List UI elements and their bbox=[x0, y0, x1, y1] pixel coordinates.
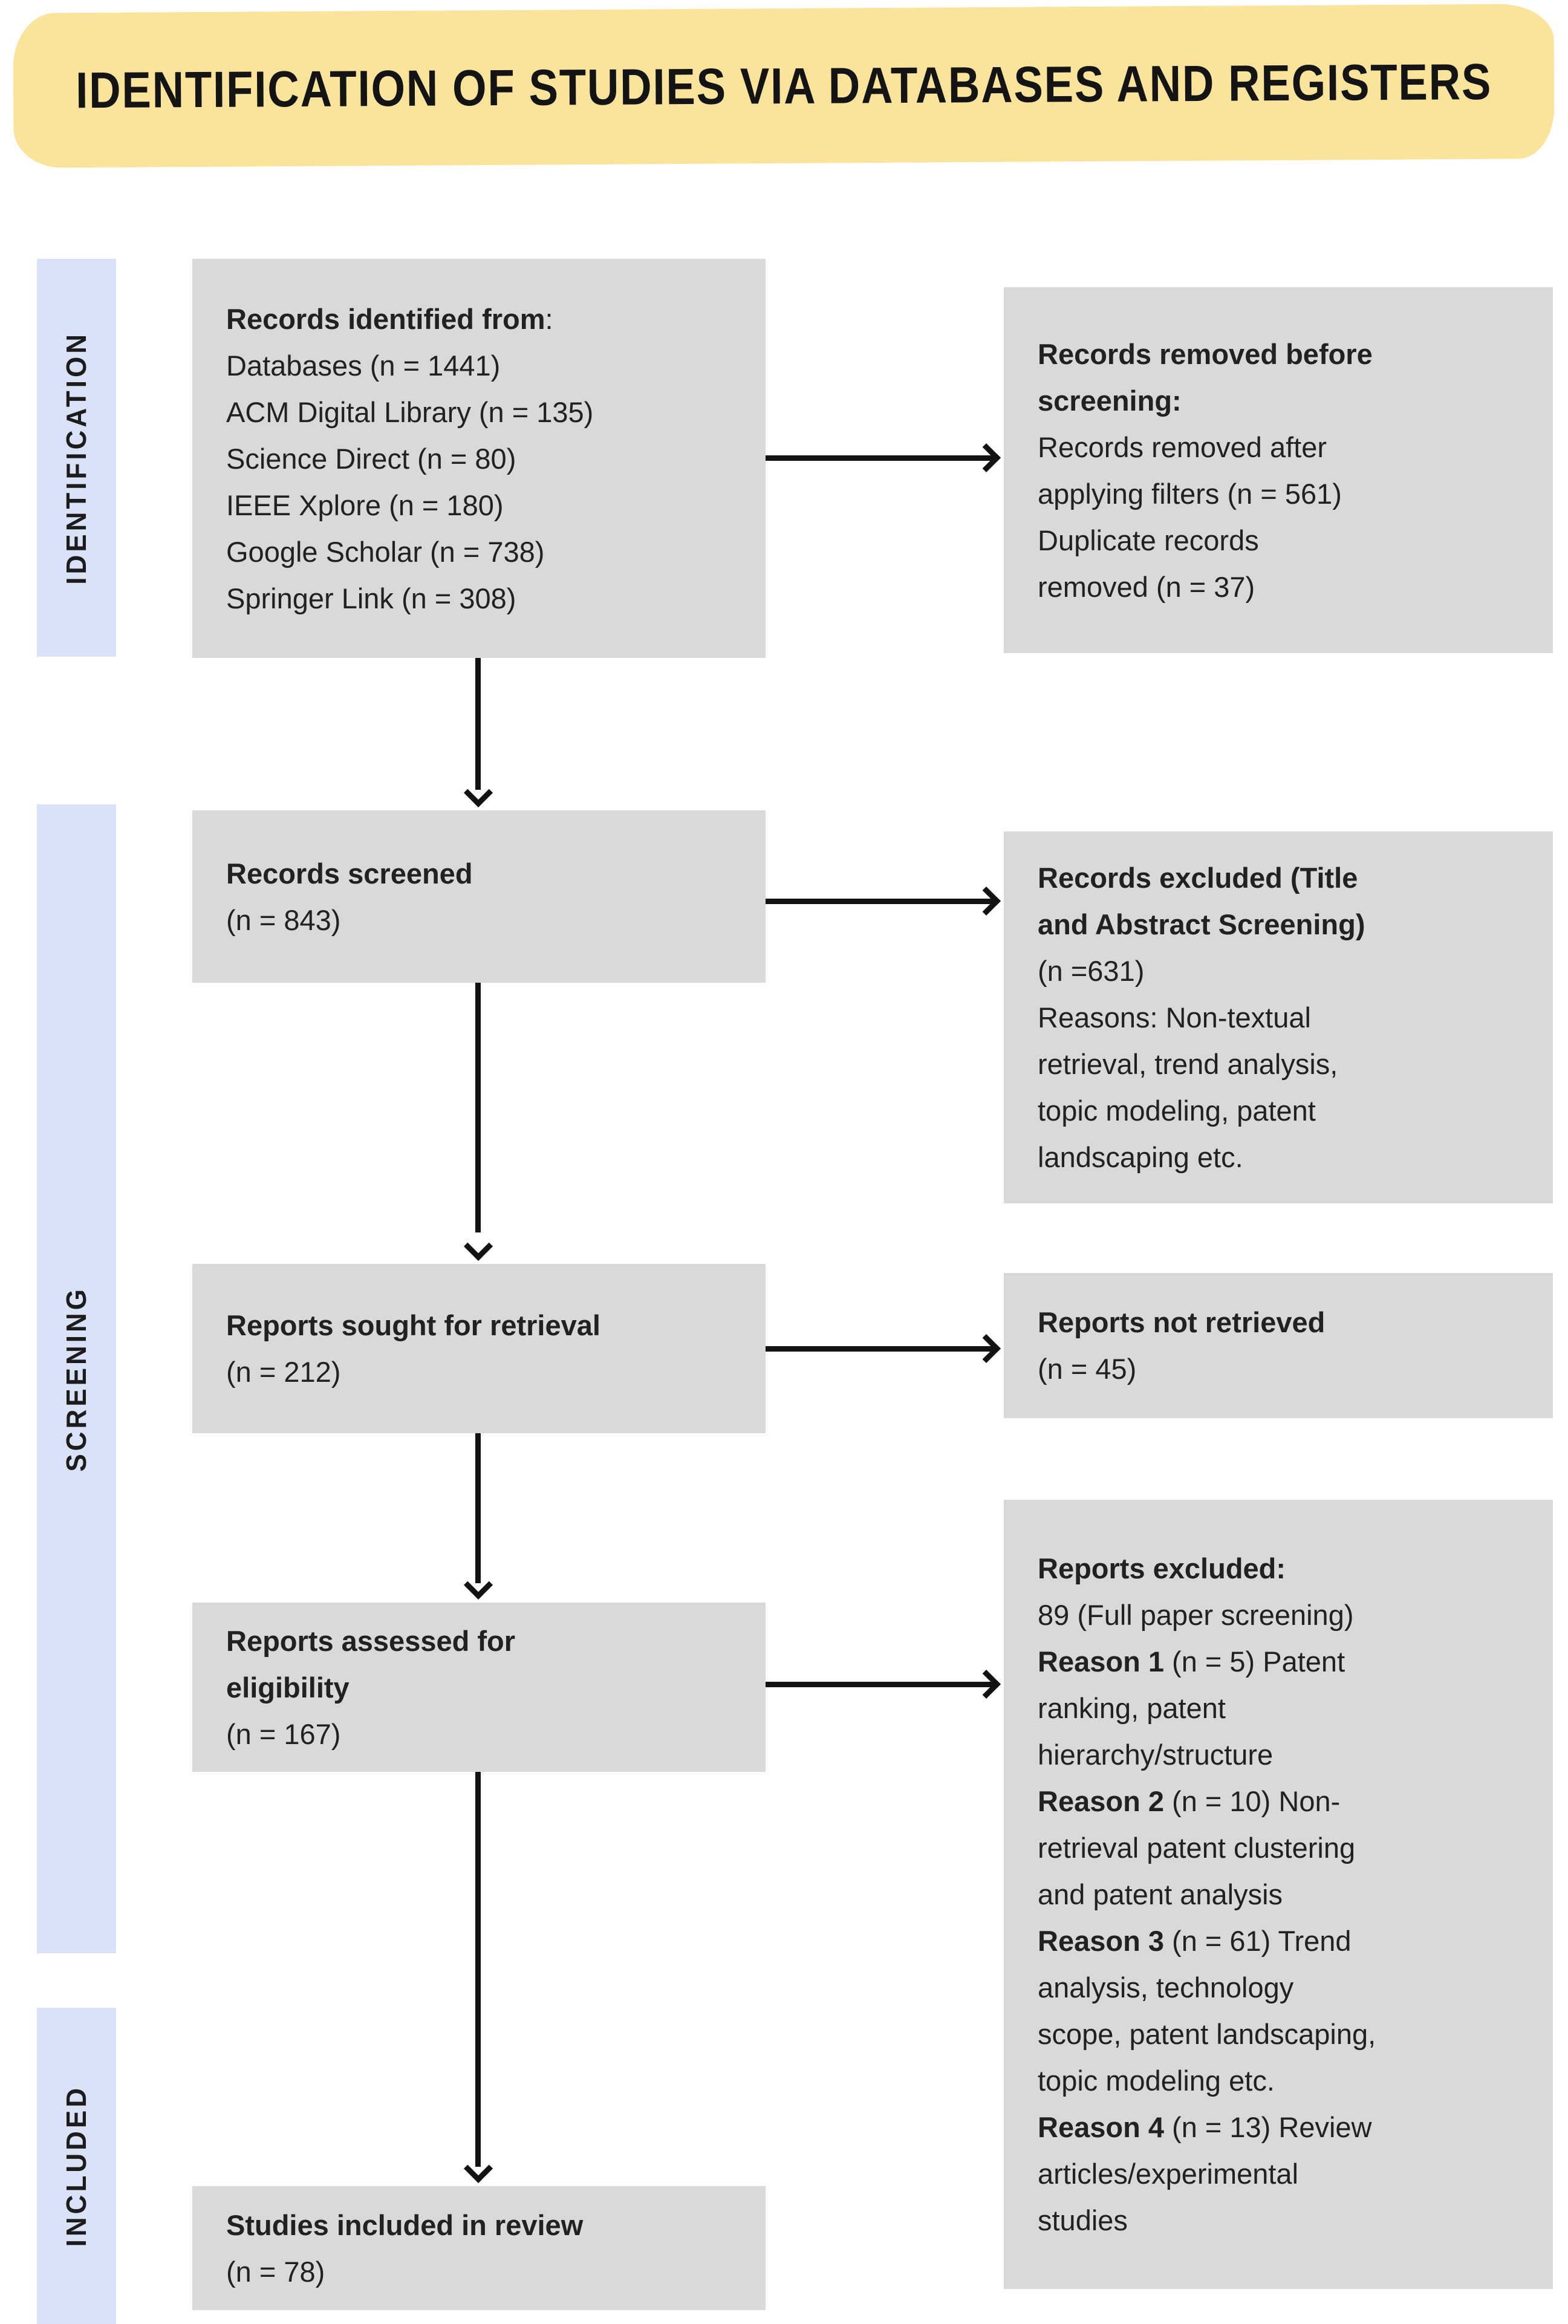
arrow-head-down-icon bbox=[463, 1231, 493, 1261]
arrow-line bbox=[475, 658, 481, 790]
box-records-excluded-title-abstract: Records excluded (Title and Abstract Scre… bbox=[1004, 832, 1553, 1203]
box-text-line: screening: bbox=[1038, 384, 1182, 417]
arrow-head-down-icon bbox=[463, 2153, 493, 2184]
arrow-head-right-icon bbox=[971, 886, 1001, 916]
box-text-line: IEEE Xplore (n = 180) bbox=[226, 489, 504, 521]
box-text-line: Reports sought for retrieval bbox=[226, 1309, 600, 1341]
box-text-line: (n =631) bbox=[1038, 955, 1145, 987]
stage-label-screening: SCREENING bbox=[37, 804, 116, 1953]
box-text-line: Records excluded (Title bbox=[1038, 862, 1358, 894]
box-text-line: articles/experimental bbox=[1038, 2158, 1299, 2190]
box-text-line: Reason 4 (n = 13) Review bbox=[1038, 2111, 1372, 2143]
box-text-line: studies bbox=[1038, 2204, 1128, 2236]
stage-label-text: INCLUDED bbox=[60, 2085, 92, 2247]
box-text-line: analysis, technology bbox=[1038, 1971, 1294, 2003]
box-text-line: Science Direct (n = 80) bbox=[226, 442, 516, 475]
arrow-line bbox=[766, 1682, 995, 1687]
box-text-line: topic modeling, patent bbox=[1038, 1095, 1316, 1127]
arrow-line bbox=[766, 899, 995, 904]
arrow-line bbox=[475, 1433, 481, 1583]
box-text-line: retrieval, trend analysis, bbox=[1038, 1048, 1338, 1080]
box-records-removed-before-screening: Records removed before screening: Records … bbox=[1004, 287, 1553, 653]
box-text-line: and Abstract Screening) bbox=[1038, 908, 1365, 940]
box-text-line: Reports excluded: bbox=[1038, 1552, 1286, 1584]
box-text-line: ranking, patent bbox=[1038, 1692, 1226, 1724]
title-banner: IDENTIFICATION OF STUDIES VIA DATABASES … bbox=[13, 4, 1555, 168]
box-text-line: retrieval patent clustering bbox=[1038, 1832, 1356, 1864]
box-reports-sought-for-retrieval: Reports sought for retrieval (n = 212) bbox=[192, 1264, 766, 1433]
box-text-line: applying filters (n = 561) bbox=[1038, 477, 1342, 510]
box-text-line: Reason 1 (n = 5) Patent bbox=[1038, 1645, 1345, 1678]
box-text-line: Studies included in review bbox=[226, 2208, 584, 2241]
box-text-line: 89 (Full paper screening) bbox=[1038, 1599, 1354, 1631]
arrow-line bbox=[766, 455, 995, 461]
box-text-line: Duplicate records bbox=[1038, 524, 1259, 556]
box-text-line: Records removed before bbox=[1038, 337, 1373, 370]
box-text-line: (n = 45) bbox=[1038, 1353, 1137, 1385]
arrow-line bbox=[475, 1772, 481, 2167]
box-text-line: (n = 167) bbox=[226, 1717, 341, 1750]
arrow-head-right-icon bbox=[971, 443, 1001, 473]
box-reports-not-retrieved: Reports not retrieved (n = 45) bbox=[1004, 1273, 1553, 1418]
box-records-screened: Records screened (n = 843) bbox=[192, 810, 766, 983]
box-text-line: Records identified from: bbox=[226, 302, 553, 335]
box-text-line: (n = 212) bbox=[226, 1356, 341, 1388]
box-text-line: (n = 843) bbox=[226, 903, 341, 936]
box-text-line: Reports assessed for bbox=[226, 1624, 516, 1657]
arrow-head-down-icon bbox=[463, 1570, 493, 1600]
arrow-line bbox=[766, 1346, 995, 1352]
box-reports-excluded: Reports excluded: 89 (Full paper screenin… bbox=[1004, 1500, 1553, 2289]
box-studies-included-in-review: Studies included in review (n = 78) bbox=[192, 2186, 766, 2310]
box-text-line: Reason 2 (n = 10) Non- bbox=[1038, 1785, 1341, 1817]
box-records-identified: Records identified from: Databases (n = 1… bbox=[192, 259, 766, 658]
box-text-line: Records screened bbox=[226, 857, 473, 890]
box-text-line: and patent analysis bbox=[1038, 1878, 1283, 1910]
box-text-line: hierarchy/structure bbox=[1038, 1739, 1274, 1771]
stage-label-included: INCLUDED bbox=[37, 2008, 116, 2324]
box-text-line: Google Scholar (n = 738) bbox=[226, 535, 545, 568]
box-text-line: Springer Link (n = 308) bbox=[226, 582, 516, 614]
box-text-line: eligibility bbox=[226, 1671, 350, 1704]
box-text-line: Records removed after bbox=[1038, 431, 1327, 463]
box-text-line: topic modeling etc. bbox=[1038, 2065, 1275, 2097]
arrow-head-right-icon bbox=[971, 1669, 1001, 1699]
stage-label-identification: IDENTIFICATION bbox=[37, 259, 116, 657]
stage-label-text: SCREENING bbox=[60, 1286, 92, 1472]
box-text-line: Reports not retrieved bbox=[1038, 1306, 1326, 1338]
box-text-line: landscaping etc. bbox=[1038, 1141, 1243, 1173]
stage-label-text: IDENTIFICATION bbox=[60, 331, 92, 585]
arrow-line bbox=[475, 983, 481, 1232]
box-text-line: (n = 78) bbox=[226, 2255, 325, 2288]
arrow-head-down-icon bbox=[463, 778, 493, 808]
box-text-line: Databases (n = 1441) bbox=[226, 349, 501, 382]
box-text-line: scope, patent landscaping, bbox=[1038, 2018, 1376, 2050]
box-text-line: ACM Digital Library (n = 135) bbox=[226, 395, 594, 428]
arrow-head-right-icon bbox=[971, 1333, 1001, 1364]
box-text-line: Reason 3 (n = 61) Trend bbox=[1038, 1925, 1352, 1957]
box-reports-assessed-for-eligibility: Reports assessed for eligibility (n = 167) bbox=[192, 1603, 766, 1772]
diagram-title: IDENTIFICATION OF STUDIES VIA DATABASES … bbox=[75, 52, 1492, 119]
box-text-line: removed (n = 37) bbox=[1038, 570, 1255, 603]
box-text-line: Reasons: Non-textual bbox=[1038, 1001, 1311, 1033]
